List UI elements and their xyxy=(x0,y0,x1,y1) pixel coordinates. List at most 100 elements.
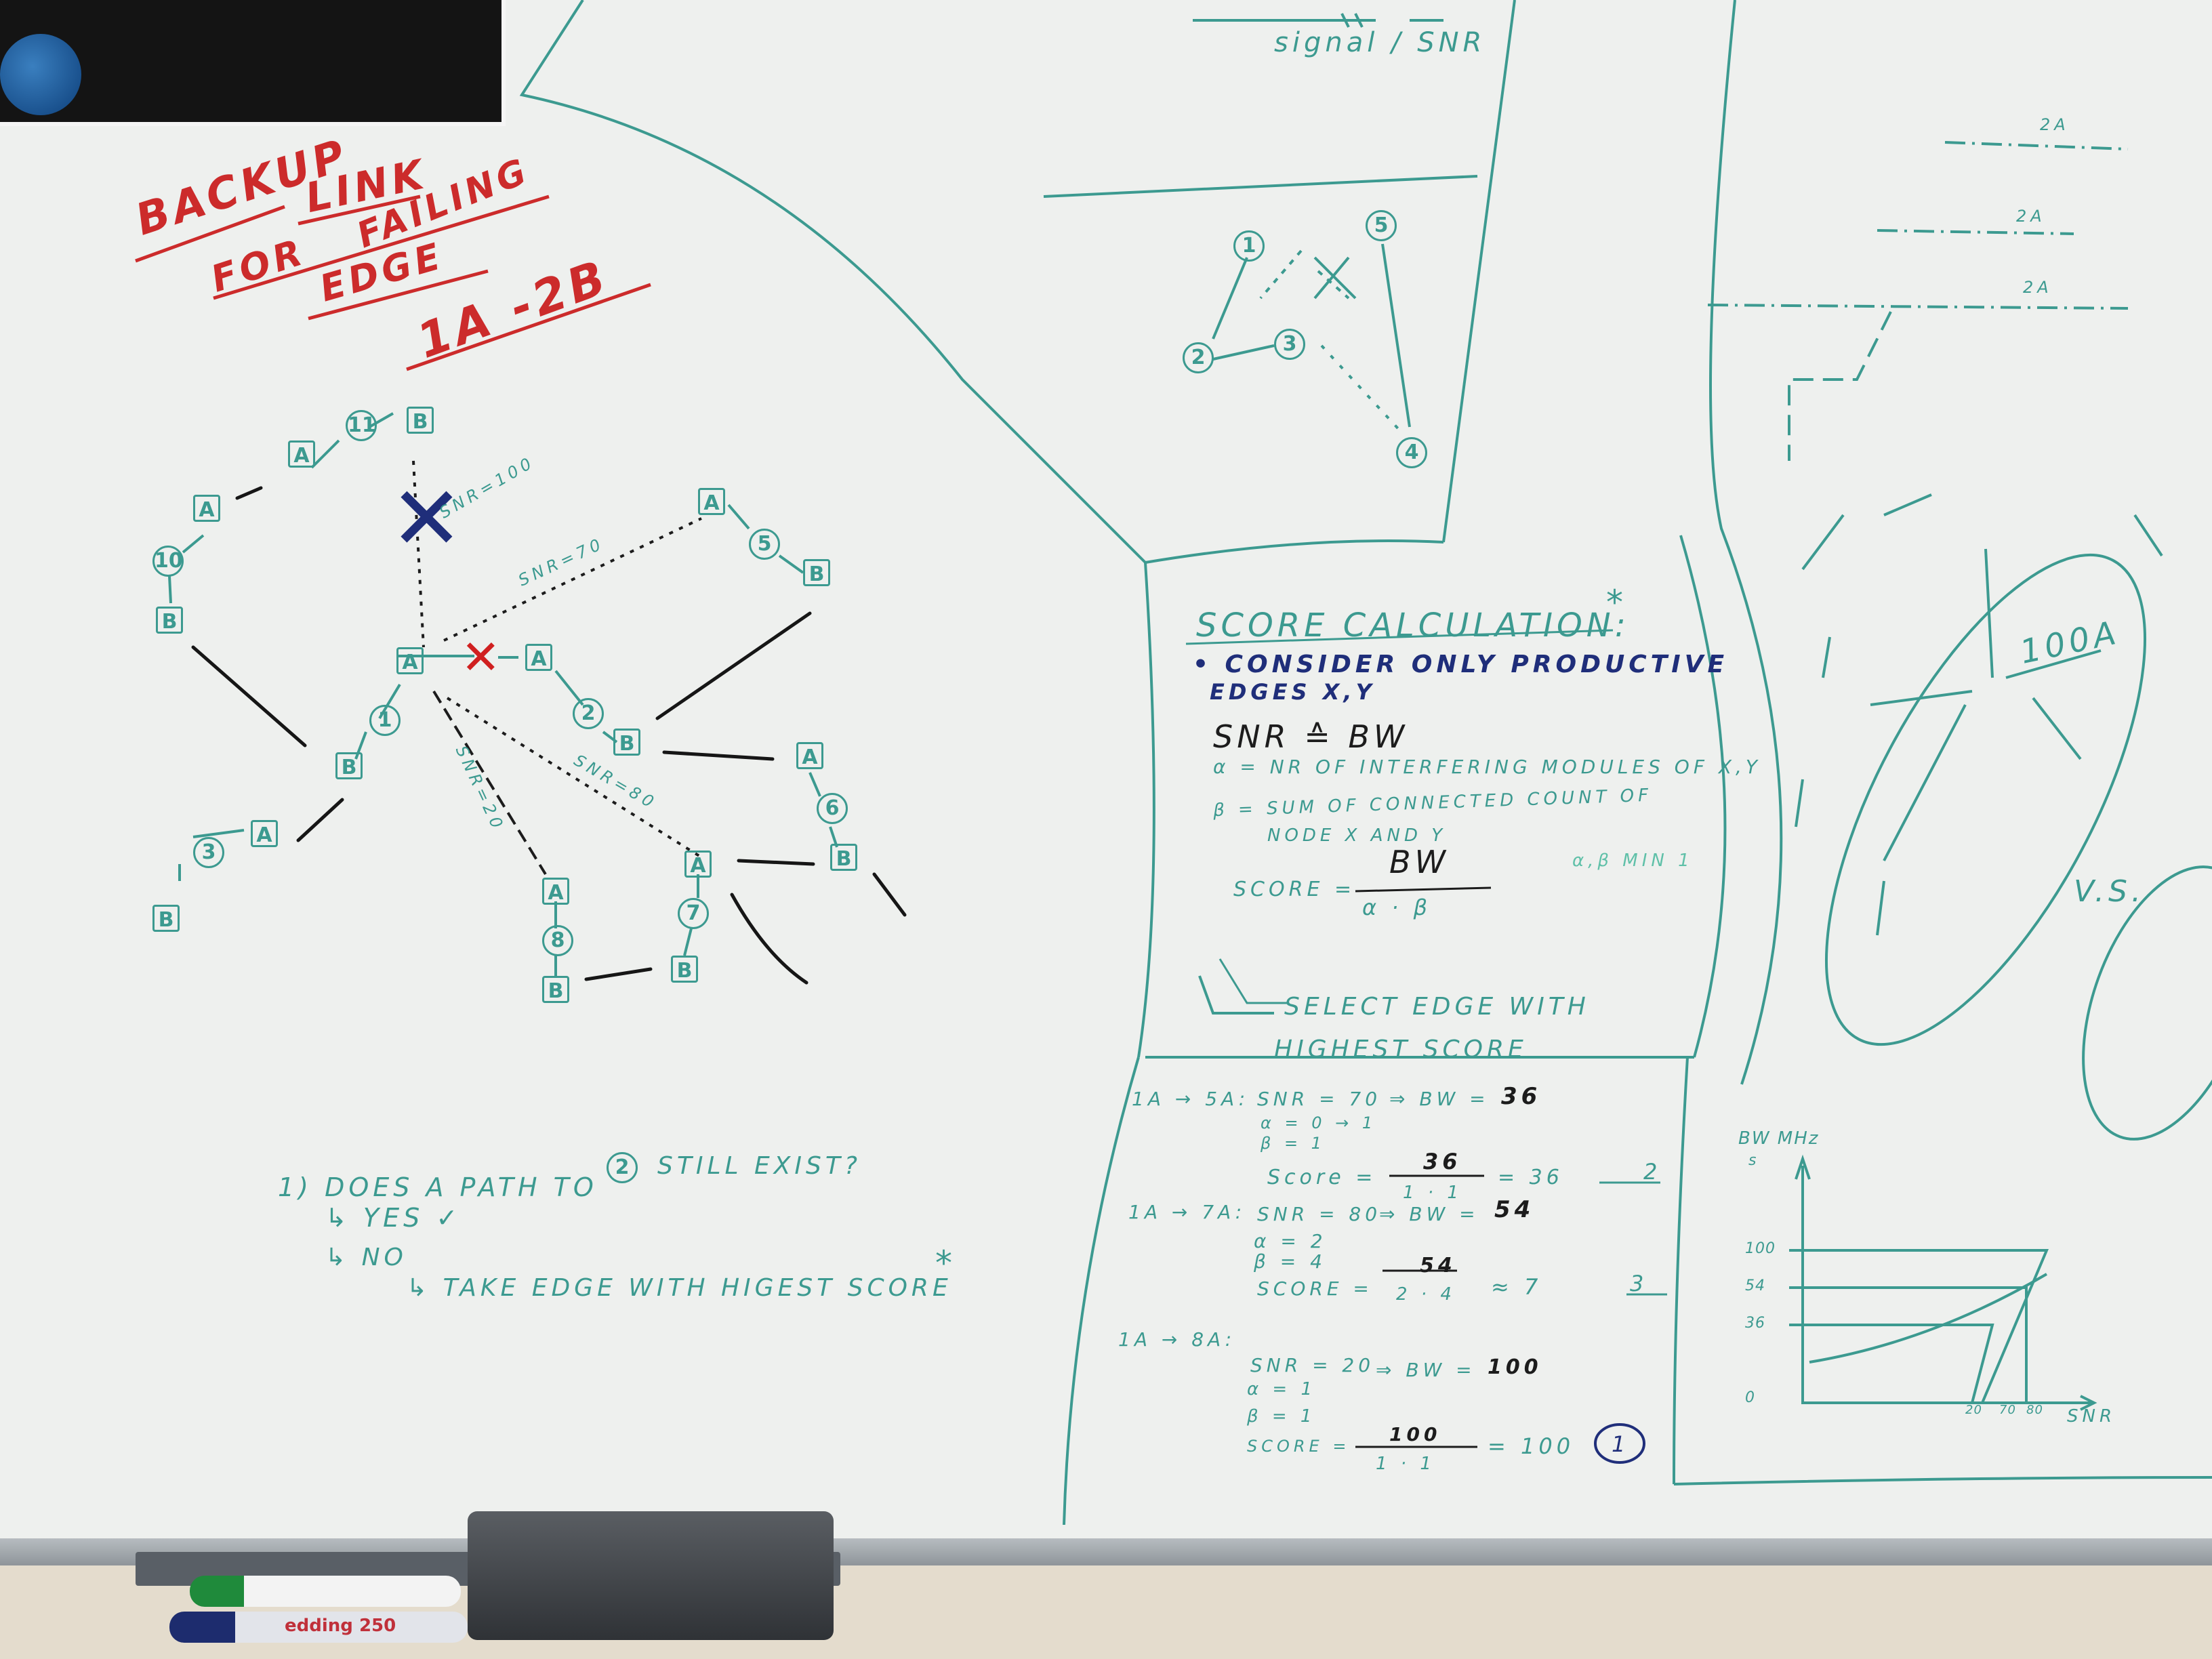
green-marker[interactable] xyxy=(190,1576,461,1607)
right-label: 2A xyxy=(2040,115,2070,134)
calc-rank: 2 xyxy=(1643,1159,1662,1185)
question-text: 1) DOES A PATH TO xyxy=(278,1172,598,1202)
whiteboard: BACKUP LINK FOR FAILING EDGE 1A -2B sign… xyxy=(0,0,2212,1538)
calc-alpha: α = 2 xyxy=(1254,1230,1327,1252)
calc-arrow: ⇒ BW = xyxy=(1389,1088,1490,1110)
score-select-line2: HIGHEST SCORE xyxy=(1274,1036,1528,1063)
magnet xyxy=(0,34,81,115)
answer-yes: ↳ YES ✓ xyxy=(325,1203,462,1233)
score-consider-line1: • CONSIDER ONLY PRODUCTIVE xyxy=(1193,651,1729,678)
calc-snr: SNR = 20 xyxy=(1250,1354,1375,1376)
answer-yes-text: YES ✓ xyxy=(363,1203,462,1233)
graph-node: 3 xyxy=(193,837,224,868)
score-beta-line2: NODE X AND Y xyxy=(1267,825,1447,846)
right-label: 2A xyxy=(2016,207,2046,226)
black-paper-sheet xyxy=(0,0,506,126)
calc-beta: β = 1 xyxy=(1247,1406,1316,1427)
marker-label: edding 250 xyxy=(285,1616,396,1636)
graph-node: A xyxy=(698,488,725,515)
failed-edge-cross-mark: ✕ xyxy=(461,630,501,685)
graph-node: B xyxy=(830,844,857,871)
calc-arrow: ⇒ BW = xyxy=(1376,1359,1476,1381)
calc-denominator: 2 · 4 xyxy=(1396,1284,1456,1305)
calc-edge: 1A → 5A: xyxy=(1132,1088,1250,1110)
calc-alpha: α = 1 xyxy=(1247,1379,1316,1399)
chart-ylabel-sub: s xyxy=(1748,1152,1761,1169)
small-graph-node: 4 xyxy=(1396,437,1427,468)
graph-node: A xyxy=(525,644,552,671)
graph-node: 8 xyxy=(542,925,573,956)
graph-node: A xyxy=(796,742,823,769)
calc-result: = 36 xyxy=(1498,1166,1563,1189)
graph-node: 1 xyxy=(369,705,401,736)
score-consider-line2: EDGES X,Y xyxy=(1210,679,1376,705)
calc-numerator: 100 xyxy=(1389,1423,1441,1446)
chart-origin: 0 xyxy=(1745,1389,1759,1406)
score-min-note: α,β MIN 1 xyxy=(1572,851,1694,871)
question-end: STILL EXIST? xyxy=(657,1152,861,1180)
calc-beta: β = 1 xyxy=(1261,1134,1326,1153)
calc-rank: 3 xyxy=(1630,1271,1648,1296)
calc-bw: 100 xyxy=(1488,1355,1542,1379)
board-eraser[interactable] xyxy=(468,1511,834,1640)
graph-node: 10 xyxy=(152,546,184,577)
cross-mark: ✕ xyxy=(390,467,464,570)
calc-denominator: 1 · 1 xyxy=(1403,1183,1462,1203)
score-formula-numerator: BW xyxy=(1389,844,1450,880)
sketch-lines xyxy=(135,0,2212,1525)
right-label: 2A xyxy=(2023,278,2053,297)
small-graph-node: 2 xyxy=(1183,342,1214,373)
calc-score-label: SCORE = xyxy=(1257,1277,1373,1300)
graph-node: 5 xyxy=(749,529,780,560)
answer-take-text: TAKE EDGE WITH HIGEST SCORE xyxy=(443,1274,952,1302)
answer-no-text: NO xyxy=(361,1244,407,1271)
graph-node: A xyxy=(684,851,712,878)
star-mark: * xyxy=(935,1244,956,1283)
graph-node: B xyxy=(803,559,830,586)
graph-node: B xyxy=(152,905,180,932)
chart-ylabel: BW MHz xyxy=(1738,1128,1820,1149)
calc-denominator: 1 · 1 xyxy=(1376,1454,1435,1474)
small-graph-node: 5 xyxy=(1366,210,1397,241)
answer-no: ↳ NO xyxy=(325,1244,407,1271)
graph-node: 6 xyxy=(817,793,848,824)
graph-node: A xyxy=(542,878,569,905)
calc-arrow: ⇒ BW = xyxy=(1379,1203,1479,1225)
calc-edge: 1A → 8A: xyxy=(1118,1328,1236,1351)
calc-bw: 54 xyxy=(1494,1196,1535,1223)
calc-result: ≈ 7 xyxy=(1491,1274,1542,1300)
calc-edge: 1A → 7A: xyxy=(1128,1201,1246,1223)
calc-score-label: Score = xyxy=(1267,1166,1377,1189)
calc-result: = 100 xyxy=(1488,1433,1575,1459)
small-graph-node: 1 xyxy=(1233,230,1265,262)
score-alpha: α = NR OF INTERFERING MODULES OF X,Y xyxy=(1213,756,1762,778)
graph-node: B xyxy=(335,752,363,779)
graph-node: 2 xyxy=(573,698,604,729)
calc-beta: β = 4 xyxy=(1254,1250,1326,1273)
calc-snr: SNR = 80 xyxy=(1257,1203,1382,1225)
score-title: SCORE CALCULATION: xyxy=(1196,607,1630,644)
graph-node: B xyxy=(542,976,569,1003)
graph-node: A xyxy=(251,820,278,847)
calc-numerator: 54 xyxy=(1420,1254,1456,1277)
score-formula-label: SCORE = xyxy=(1233,878,1356,901)
graph-node: A xyxy=(396,647,424,674)
score-formula-denominator: α · β xyxy=(1362,895,1432,920)
graph-node: B xyxy=(613,729,640,756)
chart-x-tick: 80 xyxy=(2026,1403,2043,1417)
chart-y-tick: 54 xyxy=(1745,1277,1765,1294)
graph-node: 11 xyxy=(346,410,377,441)
blue-marker[interactable]: edding 250 xyxy=(169,1612,468,1643)
star-mark: * xyxy=(1606,583,1627,622)
vs-label: V.S. xyxy=(2074,874,2145,909)
calc-score-label: SCORE = xyxy=(1247,1437,1351,1456)
chart-y-tick: 36 xyxy=(1745,1315,1765,1332)
chart-x-tick: 20 xyxy=(1965,1403,1982,1417)
question-node: 2 xyxy=(607,1152,638,1183)
graph-node: A xyxy=(288,441,315,468)
calc-snr: SNR = 70 xyxy=(1257,1088,1382,1110)
answer-take: ↳ TAKE EDGE WITH HIGEST SCORE xyxy=(407,1274,952,1302)
calc-bw: 36 xyxy=(1501,1083,1542,1110)
score-select-line1: SELECT EDGE WITH xyxy=(1284,993,1590,1021)
graph-node: B xyxy=(671,956,698,983)
